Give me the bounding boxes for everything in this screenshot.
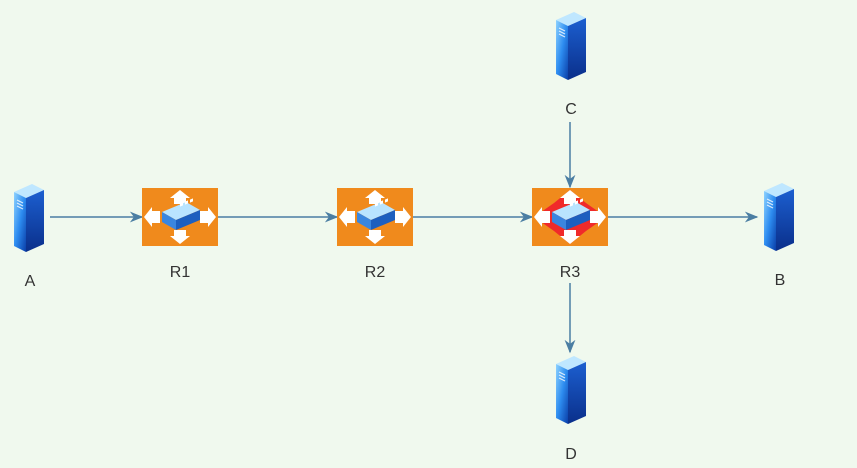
router-r3[interactable] — [532, 188, 608, 246]
server-d-icon[interactable] — [555, 355, 587, 425]
label-d: D — [565, 446, 577, 463]
label-r2: R2 — [364, 264, 386, 281]
router-r1[interactable] — [142, 188, 218, 246]
label-b: B — [774, 272, 786, 289]
server-b-icon[interactable] — [763, 182, 795, 252]
label-r1: R1 — [169, 264, 191, 281]
label-r3: R3 — [559, 264, 581, 281]
router-r2[interactable] — [337, 188, 413, 246]
server-c-icon[interactable] — [555, 11, 587, 81]
links-layer — [50, 122, 759, 354]
label-a: A — [24, 273, 36, 290]
label-c: C — [565, 101, 577, 118]
server-a-icon[interactable] — [13, 183, 45, 253]
